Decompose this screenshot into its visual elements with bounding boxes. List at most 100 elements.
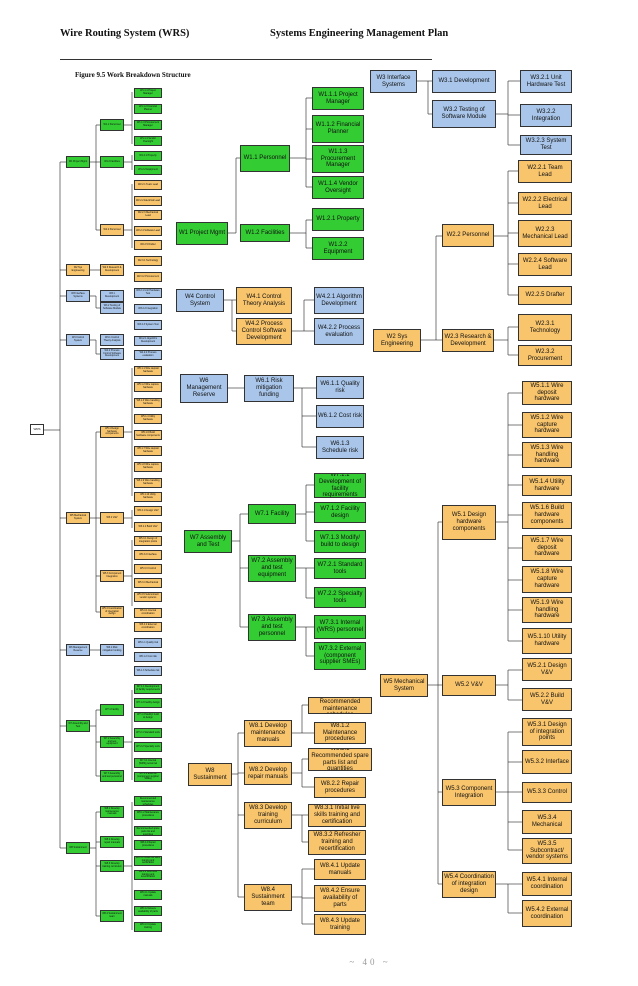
small-w7: W7 Assembly and Test xyxy=(66,720,90,732)
small-w6-1-1: W6.1.1 Quality risk xyxy=(134,638,162,648)
w5-1-10-utility: W5.1.10 Utility hardware xyxy=(522,628,572,654)
w2-3-2-procurement: W2.3.2 Procurement xyxy=(518,345,572,366)
small-w2-3-1: W2.3.1 Technology xyxy=(134,256,162,266)
w3-2-1-unit-hardware-test: W3.2.1 Unit Hardware Test xyxy=(520,70,572,93)
small-w2-2-5: W2.2.5 Drafter xyxy=(134,240,162,250)
w8-1-2-maintenance-procedures: W8.1.2 Maintenance procedures xyxy=(314,722,366,744)
w8-4-sustainment-team: W8.4 Sustainment team xyxy=(244,884,292,911)
w8-1-1-maintenance-schedules: W8.1.1 Recommended maintenance schedules xyxy=(308,697,372,714)
w8-1-maintenance-manuals: W8.1 Develop maintenance manuals xyxy=(244,720,292,747)
small-w5-1-3: W5.1.3 Wire handling hardware xyxy=(134,398,162,408)
small-w8-1-2: W8.1.2 Maintenance procedures xyxy=(134,810,162,820)
w3-1-development: W3.1 Development xyxy=(432,70,496,93)
small-w5-3-3: W5.3.3 Control xyxy=(134,564,162,574)
small-w1: W1 Project Mgmt xyxy=(66,156,90,168)
small-w4-2-2: W4.2.2 Process evaluation xyxy=(134,350,162,360)
small-w4: W4 Control System xyxy=(66,334,90,346)
w5-3-component-integration: W5.3 Component Integration xyxy=(442,779,496,806)
small-w2-3: W2.3 Research & Development xyxy=(100,264,124,276)
w5-1-9-wire-handling: W5.1.9 Wire handling hardware xyxy=(522,597,572,623)
w8-2-repair-manuals: W8.2 Develop repair manuals xyxy=(244,762,292,785)
small-w5-1-9: W5.1.9 Wire handling hardware xyxy=(134,478,162,488)
small-w7-1: W7.1 Facility xyxy=(100,704,124,716)
small-w5-1-1: W5.1.1 Wire deposit hardware xyxy=(134,366,162,376)
small-w7-1-2: W7.1.2 Facility design xyxy=(134,698,162,708)
small-w8-2: W8.2 Develop repair manuals xyxy=(100,836,124,848)
w7-3-1-internal-personnel: W7.3.1 Internal (WRS) personnel xyxy=(314,615,366,639)
small-w5-1-6: W5.1.6 Build hardware components xyxy=(134,430,162,440)
w5-mechanical-system: W5 Mechanical System xyxy=(380,674,428,697)
w5-3-4-mechanical: W5.3.4 Mechanical xyxy=(522,810,572,834)
small-w5-3-5: W5.3.5 Subcontract/ vendor systems xyxy=(134,592,162,602)
small-w8-4-1: W8.4.1 Update manuals xyxy=(134,890,162,900)
small-w6-1: W6.1 Risk mitigation funding xyxy=(100,644,124,656)
w5-1-3-wire-handling: W5.1.3 Wire handling hardware xyxy=(522,442,572,468)
small-w3-2-1: W3.2.1 Unit Hardware Test xyxy=(134,288,162,298)
small-w3-1: W3.1 Development xyxy=(100,290,124,302)
w3-2-2-integration: W3.2.2 Integration xyxy=(520,104,572,127)
small-w4-2: W4.2 Process Control Software Developmen… xyxy=(100,348,124,360)
small-w7-2: W7.2 Assembly and test equipment xyxy=(100,736,124,748)
w5-1-design-hardware: W5.1 Design hardware components xyxy=(442,505,496,540)
w5-3-3-control: W5.3.3 Control xyxy=(522,782,572,803)
w5-4-1-internal-coordination: W5.4.1 Internal coordination xyxy=(522,872,572,896)
small-w7-2-2: W7.2.2 Specialty tools xyxy=(134,742,162,752)
w3-2-testing: W3.2 Testing of Software Module xyxy=(432,100,496,128)
small-w8-4: W8.4 Sustainment team xyxy=(100,910,124,922)
w5-2-1-design-vv: W5.2.1 Design V&V xyxy=(522,658,572,681)
w7-3-assembly-test-personnel: W7.3 Assembly and test personnel xyxy=(248,614,296,641)
small-w4-2-1: W4.2.1 Algorithm Development xyxy=(134,336,162,346)
w8-3-2-refresher-training: W8.3.2 Refresher training and recertific… xyxy=(308,830,366,855)
small-w7-3-2: W7.3.2 External (component supplier SMEs… xyxy=(134,772,162,782)
w5-1-1-wire-deposit: W5.1.1 Wire deposit hardware xyxy=(522,381,572,405)
small-w8: W8 Sustainment xyxy=(66,842,90,854)
small-w4-1: W4.1 Control Theory Analysis xyxy=(100,334,124,346)
small-w1-2: W1.2 Facilities xyxy=(100,156,124,168)
small-w8-3: W8.3 Develop training curriculum xyxy=(100,860,124,872)
w2-2-4-software-lead: W2.2.4 Software Lead xyxy=(518,253,572,276)
w8-4-2-parts-availability: W8.4.2 Ensure availability of parts xyxy=(314,885,366,912)
small-w1-1-2: W1.1.2 Financial Planner xyxy=(134,104,162,114)
small-w1-1: W1.1 Personnel xyxy=(100,119,124,131)
w7-3-2-external-personnel: W7.3.2 External (component supplier SMEs… xyxy=(314,642,366,670)
w6-1-1-quality-risk: W6.1.1 Quality risk xyxy=(316,376,364,399)
small-w5-3-1: W5.3.1 Design of integration points xyxy=(134,536,162,546)
small-wrs-root: WRS xyxy=(30,424,44,435)
w1-project-mgmt: W1 Project Mgmt xyxy=(176,222,228,245)
small-w3: W3 Interface Systems xyxy=(66,290,90,302)
w2-2-2-electrical-lead: W2.2.2 Electrical Lead xyxy=(518,192,572,215)
w5-1-4-utility: W5.1.4 Utility hardware xyxy=(522,475,572,496)
small-w2-2: W2.2 Personnel xyxy=(100,224,124,236)
header-left: Wire Routing System (WRS) xyxy=(60,28,190,39)
small-w8-4-2: W8.4.2 Ensure availability of parts xyxy=(134,906,162,916)
w1-1-4-vendor-oversight: W1.1.4 Vendor Oversight xyxy=(312,176,364,199)
small-w2-2-4: W2.2.4 Software Lead xyxy=(134,226,162,236)
small-w6-1-2: W6.1.2 Cost risk xyxy=(134,652,162,662)
small-w1-2-2: W1.2.2 Equipment xyxy=(134,165,162,175)
small-w7-3: W7.3 Assembly and test personnel xyxy=(100,770,124,782)
w7-assembly-and-test: W7 Assembly and Test xyxy=(184,530,232,553)
w4-2-process-control-software: W4.2 Process Control Software Developmen… xyxy=(236,318,292,345)
w2-3-research-development: W2.3 Research & Development xyxy=(442,329,494,352)
small-w7-1-3: W7.1.3 Modify/ build to design xyxy=(134,712,162,722)
w5-3-5-subcontract: W5.3.5 Subcontract/ vendor systems xyxy=(522,838,572,864)
w5-1-7-wire-deposit: W5.1.7 Wire deposit hardware xyxy=(522,535,572,561)
small-w5-1-2: W5.1.2 Wire capture hardware xyxy=(134,382,162,392)
figure-caption: Figure 9.5 Work Breakdown Structure xyxy=(75,71,191,79)
w8-sustainment: W8 Sustainment xyxy=(188,763,232,786)
small-w2: W2 Sys Engineering xyxy=(66,264,90,276)
small-w3-2: W3.2 Testing of Software Module xyxy=(100,302,124,314)
small-w1-1-3: W1.1.3 Procurement Manager xyxy=(134,120,162,130)
w2-2-1-team-lead: W2.2.1 Team Lead xyxy=(518,160,572,183)
w3-interface-systems: W3 Interface Systems xyxy=(370,70,417,93)
w5-3-1-integration-points: W5.3.1 Design of integration points xyxy=(522,718,572,746)
w6-1-2-cost-risk: W6.1.2 Cost risk xyxy=(316,405,364,428)
w1-2-2-equipment: W1.2.2 Equipment xyxy=(312,237,364,260)
w8-4-1-update-manuals: W8.4.1 Update manuals xyxy=(314,859,366,880)
w1-1-personnel: W1.1 Personnel xyxy=(240,145,290,172)
w3-2-3-system-test: W3.2.3 System Test xyxy=(520,135,572,155)
w4-1-control-theory-analysis: W4.1 Control Theory Analysis xyxy=(236,287,292,314)
w7-2-2-specialty-tools: W7.2.2 Specialty tools xyxy=(314,587,366,608)
w7-2-1-standard-tools: W7.2.1 Standard tools xyxy=(314,558,366,579)
